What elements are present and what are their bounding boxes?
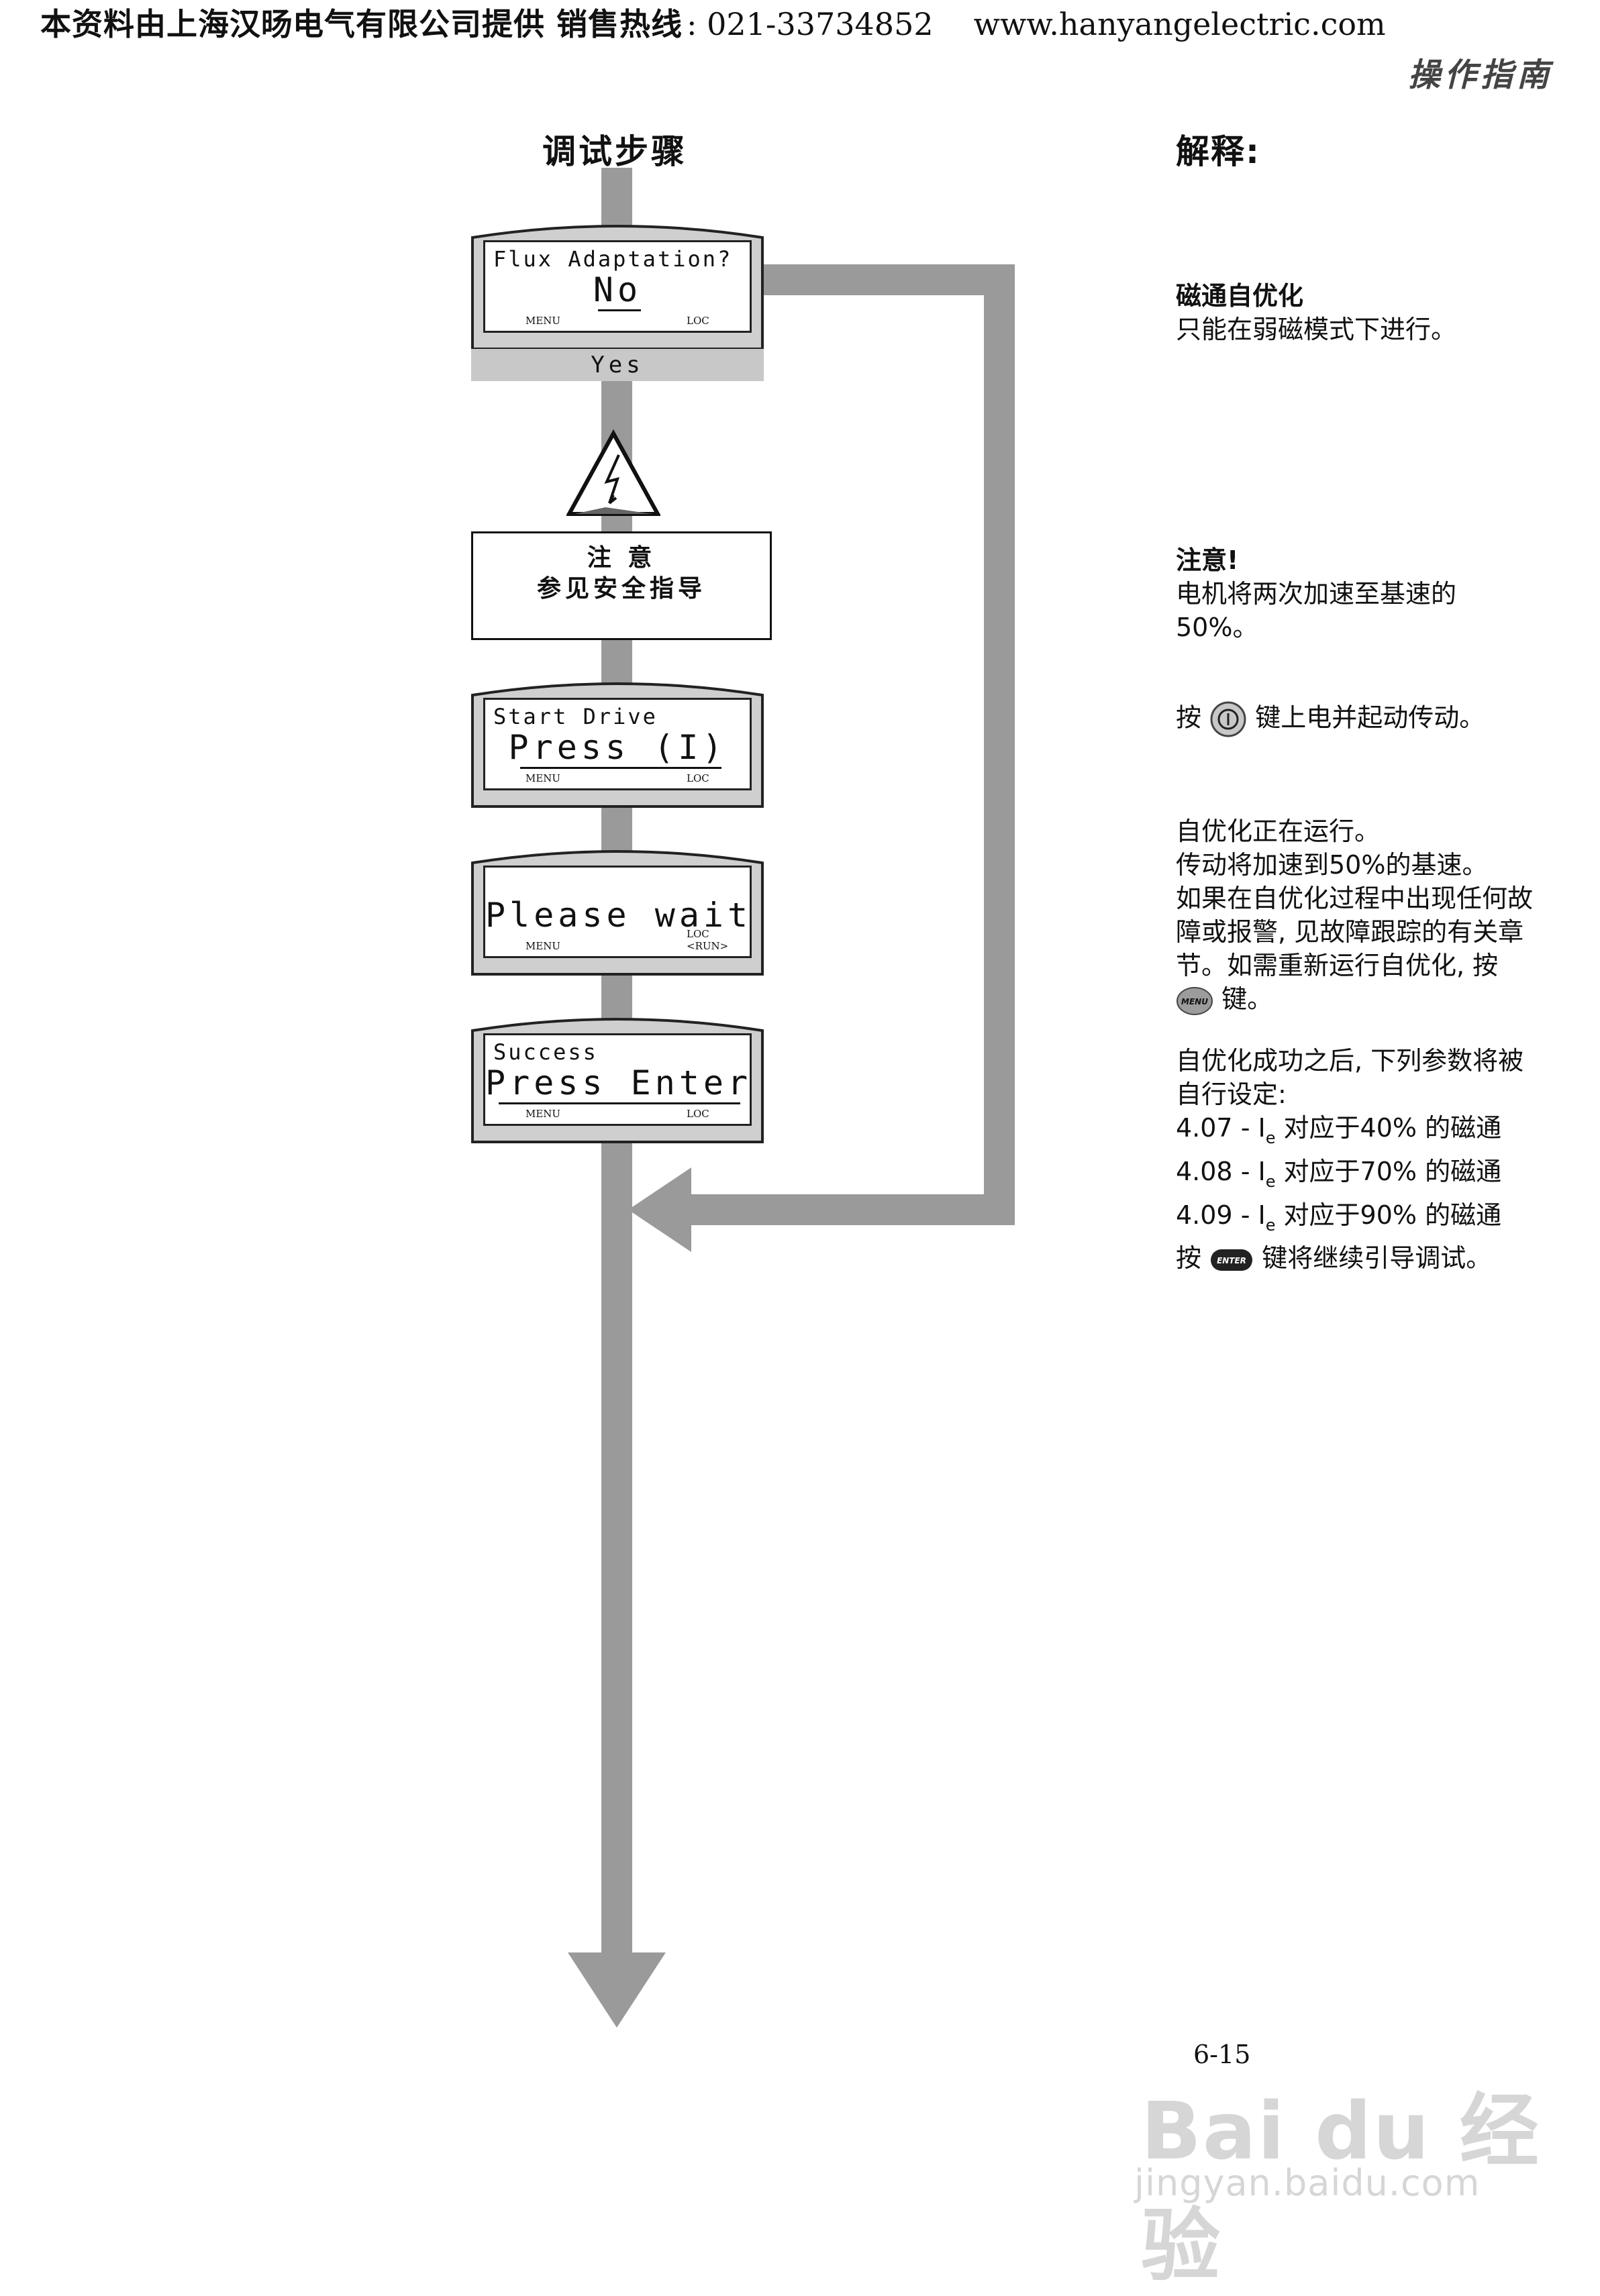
menu-key-icon: MENU: [1177, 986, 1213, 1015]
run-line-6: 键。: [1221, 984, 1273, 1014]
menu-softkey-label: MENU: [526, 1108, 561, 1120]
note-line-2: 50%。: [1176, 613, 1258, 642]
param-row: 4.09 - Ie 对应于90% 的磁通: [1176, 1200, 1502, 1235]
flow-arrow-left: [628, 1167, 691, 1252]
param-row: 4.07 - Ie 对应于40% 的磁通: [1176, 1113, 1502, 1147]
safety-note-box: 注 意 参见安全指导: [471, 531, 772, 640]
page-number: 6-15: [1193, 2040, 1251, 2069]
company-notice: 本资料由上海汉旸电气有限公司提供 销售热线: [40, 6, 683, 42]
run-line-5: 节。如需重新运行自优化, 按: [1176, 951, 1499, 980]
lcd-line2: No: [593, 270, 642, 309]
menu-softkey-label: MENU: [526, 940, 561, 952]
flux-title: 磁通自优化: [1176, 281, 1304, 311]
loc-softkey-label: LOC: [687, 315, 709, 327]
explanation-success: 自优化成功之后, 下列参数将被 自行设定: 4.07 - Ie 对应于40% 的…: [1176, 1044, 1552, 1242]
lcd-success: Success Press Enter MENU LOC: [471, 1014, 764, 1143]
enter-prefix: 按: [1176, 1243, 1202, 1273]
note-text: 参见安全指导: [536, 575, 706, 603]
explanation-flux: 磁通自优化 只能在弱磁模式下进行。: [1176, 279, 1552, 346]
note-line-1: 电机将两次加速至基速的: [1176, 579, 1457, 609]
flow-line-bypass-bottom: [678, 1194, 1015, 1225]
press-suffix: 键上电并起动传动。: [1255, 702, 1485, 733]
lcd-line1: Flux Adaptation?: [493, 246, 733, 272]
lcd-flux-adaptation: Flux Adaptation? No MENU LOC: [471, 221, 764, 350]
explanation-enter: 按 ENTER 键将继续引导调试。: [1176, 1241, 1552, 1275]
enter-key-icon: ENTER: [1211, 1249, 1253, 1271]
explanation-note: 注意! 电机将两次加速至基速的 50%。: [1176, 543, 1552, 644]
press-prefix: 按: [1176, 702, 1202, 733]
lcd-line2: Please wait: [485, 896, 752, 935]
menu-softkey-label: MENU: [526, 315, 561, 327]
website-link[interactable]: www.hanyangelectric.com: [973, 6, 1386, 42]
section-title: 操作指南: [1407, 56, 1553, 94]
enter-suffix: 键将继续引导调试。: [1262, 1243, 1492, 1273]
param-row: 4.08 - Ie 对应于70% 的磁通: [1176, 1157, 1502, 1191]
lcd-line1: Success: [493, 1039, 598, 1065]
flux-text: 只能在弱磁模式下进行。: [1176, 315, 1457, 344]
electrical-warning-icon: [566, 429, 660, 516]
after-line-2: 自行设定:: [1176, 1080, 1287, 1109]
yes-branch-label: Yes: [471, 349, 764, 381]
page-header: 本资料由上海汉旸电气有限公司提供 销售热线: 021-33734852 www.h…: [40, 4, 1584, 46]
loc-softkey-label: LOC <RUN>: [687, 928, 729, 952]
lcd-underline: [520, 767, 721, 769]
run-line-4: 障或报警, 见故障跟踪的有关章: [1176, 917, 1524, 947]
explanation-start: 按 键上电并起动传动。: [1176, 700, 1552, 738]
run-line-2: 传动将加速到50%的基速。: [1176, 850, 1488, 880]
note-title: 注 意: [587, 544, 656, 572]
loc-softkey-label: LOC: [687, 1108, 709, 1120]
note-heading: 注意!: [1176, 545, 1239, 575]
lcd-underline: [598, 309, 641, 311]
enter-key-label: ENTER: [1217, 1256, 1246, 1265]
lcd-line2: Press Enter: [485, 1063, 752, 1102]
run-line-1: 自优化正在运行。: [1176, 817, 1381, 846]
lcd-please-wait: Please wait MENU LOC <RUN>: [471, 847, 764, 976]
lcd-underline: [499, 1102, 740, 1104]
start-key-icon: [1210, 701, 1246, 737]
flow-line-bypass-right: [984, 264, 1015, 1225]
hotline: : 021-33734852: [687, 6, 934, 42]
flow-arrow-down: [568, 1952, 666, 2028]
lcd-line1: Start Drive: [493, 704, 658, 729]
lcd-start-drive: Start Drive Press (I) MENU LOC: [471, 679, 764, 808]
menu-key-label: MENU: [1181, 997, 1208, 1006]
loc-softkey-label: LOC: [687, 772, 709, 784]
explanation-heading: 解释:: [1176, 132, 1260, 171]
explanation-running: 自优化正在运行。 传动将加速到50%的基速。 如果在自优化过程中出现任何故 障或…: [1176, 815, 1552, 1016]
menu-softkey-label: MENU: [526, 772, 561, 784]
run-line-3: 如果在自优化过程中出现任何故: [1176, 884, 1534, 913]
watermark-url: jingyan.baidu.com: [1134, 2162, 1481, 2204]
lcd-line2: Press (I): [508, 728, 727, 767]
flow-line-bypass-top: [760, 264, 1015, 295]
after-line-1: 自优化成功之后, 下列参数将被: [1176, 1046, 1524, 1076]
steps-heading: 调试步骤: [542, 132, 687, 171]
